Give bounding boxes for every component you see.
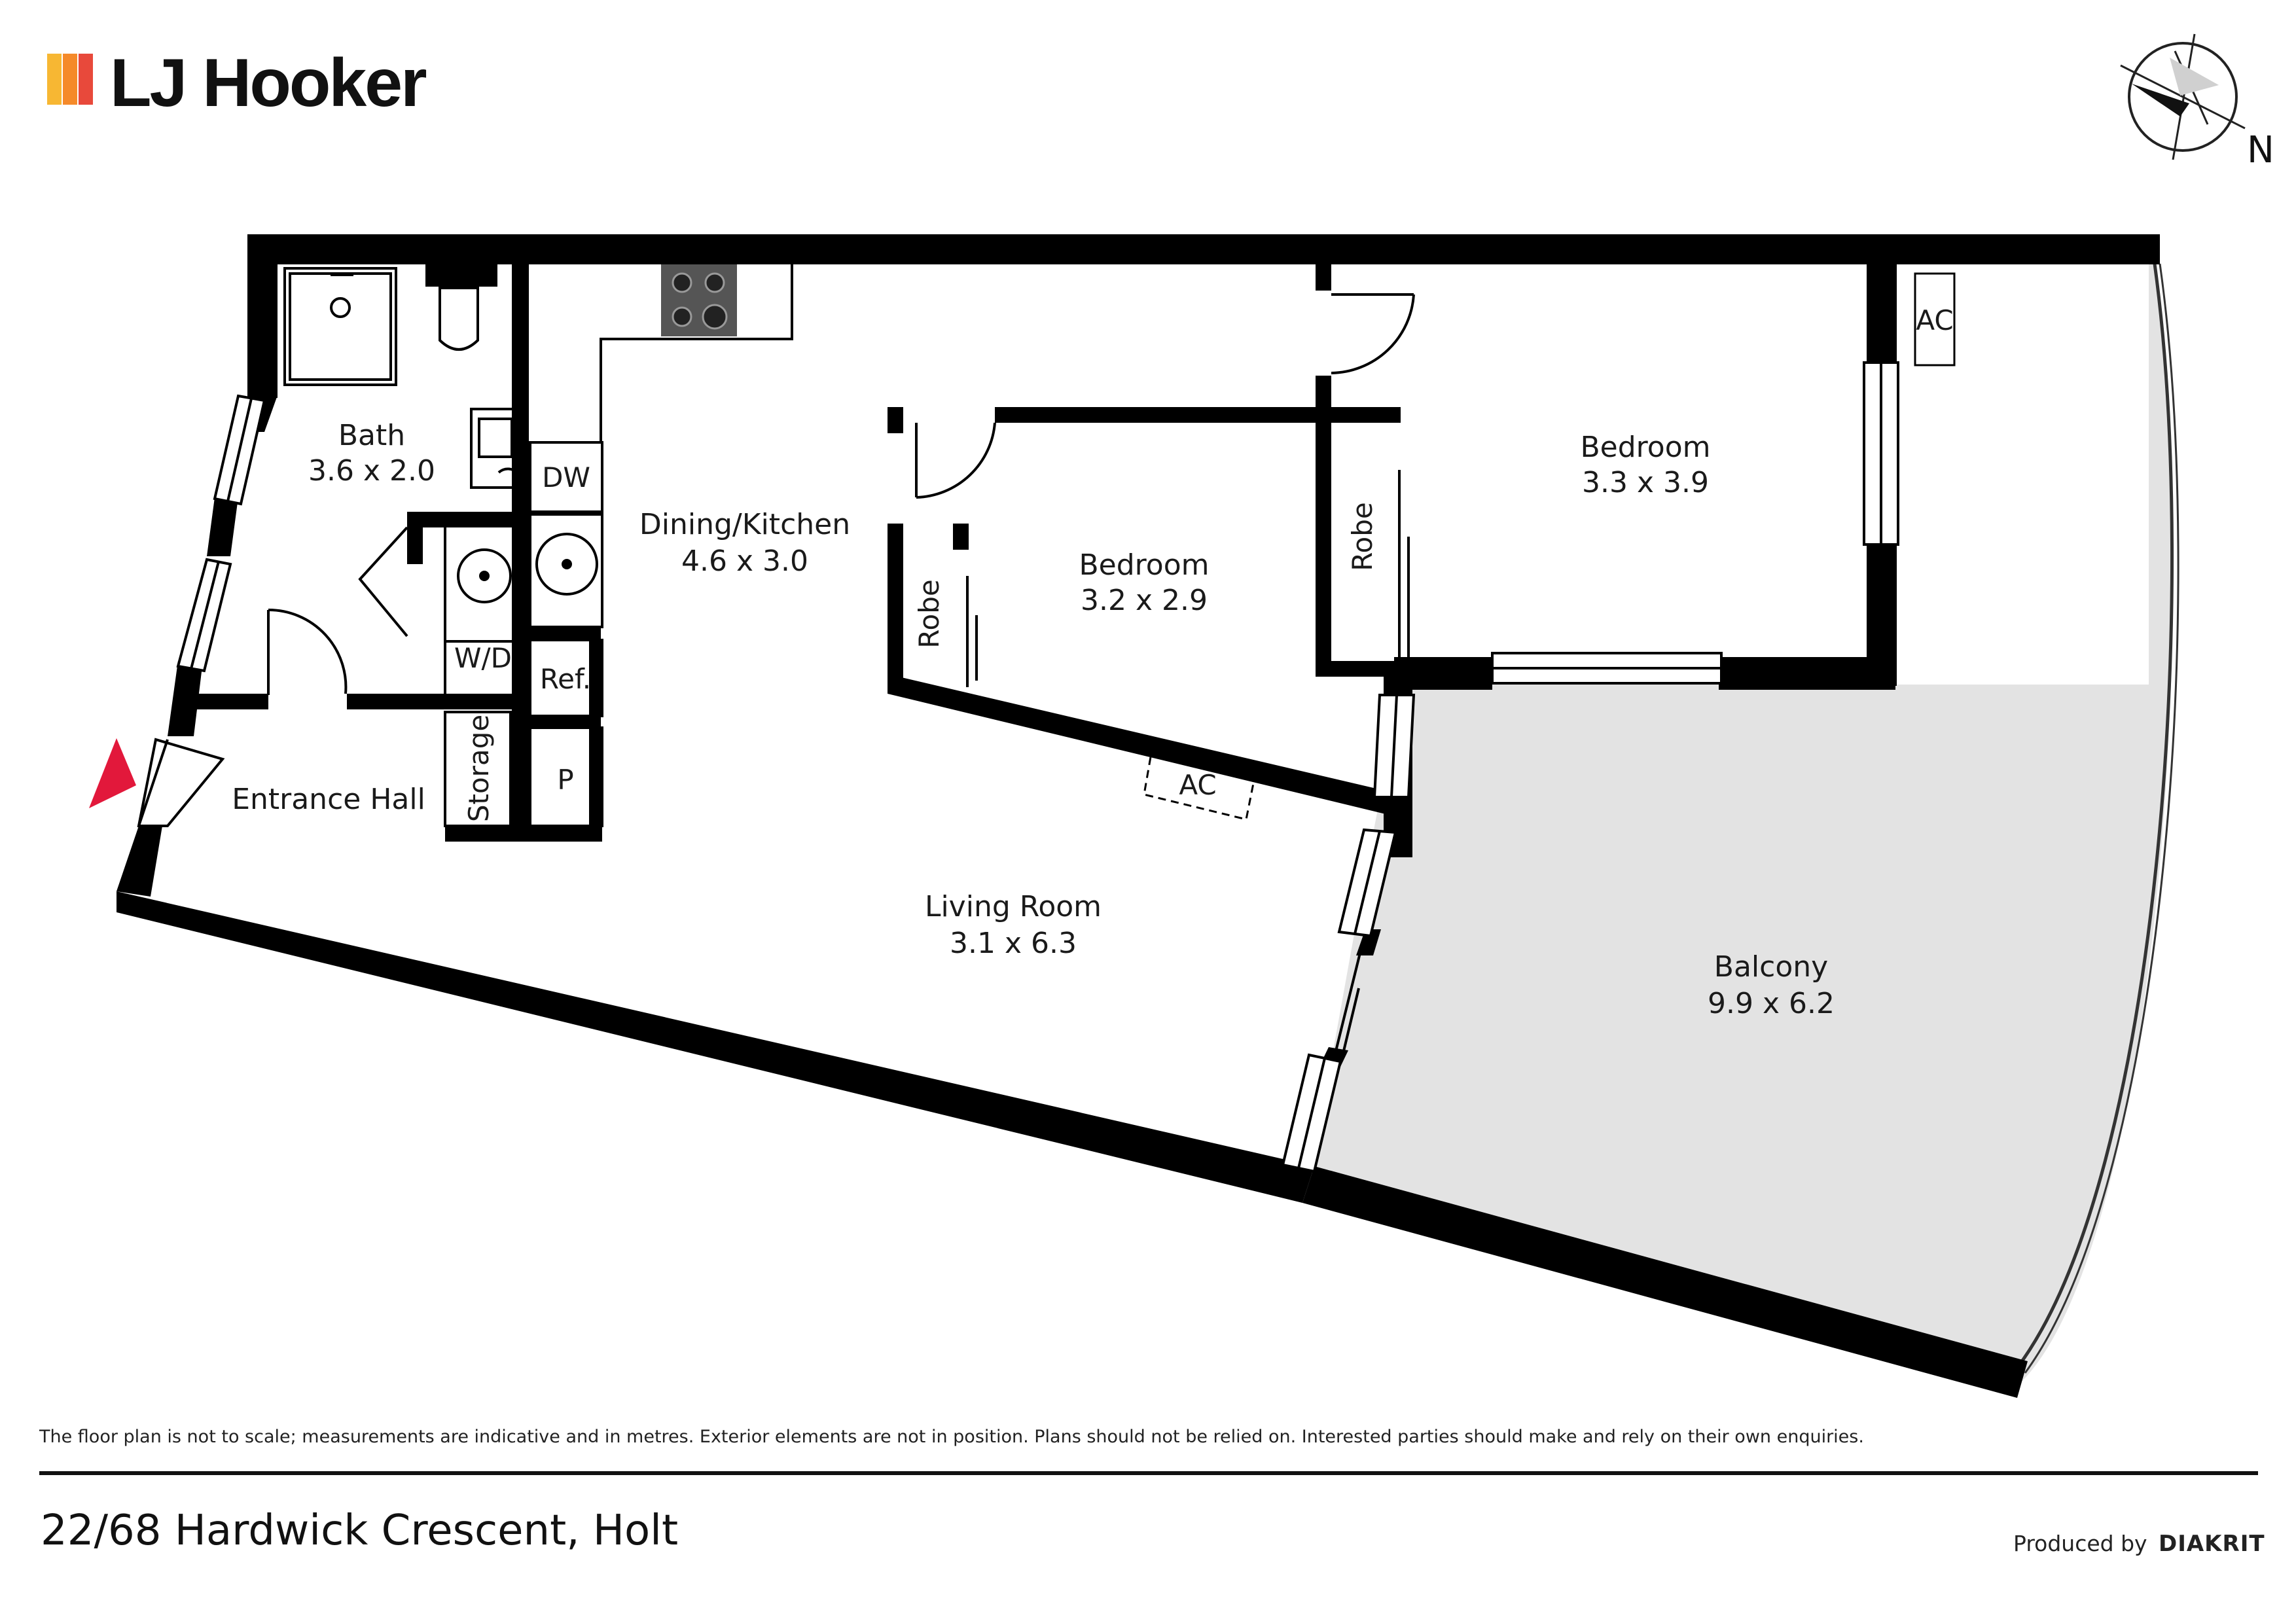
window-left-1 — [213, 394, 266, 506]
label-storage: Storage — [463, 715, 495, 822]
logo-bar-orange — [63, 54, 77, 105]
window-balcony-2 — [1337, 828, 1397, 938]
balcony-area — [1308, 264, 2174, 1382]
sliding-door-balcony — [1334, 942, 1364, 1054]
logo-bar-yellow — [47, 54, 62, 105]
footer-divider — [39, 1471, 2258, 1475]
label-robe-bedroom2: Robe — [1346, 502, 1378, 571]
window-balcony-1 — [1372, 694, 1416, 798]
room-living-name: Living Room — [925, 890, 1102, 923]
producer-name: DIAKRIT — [2159, 1531, 2265, 1557]
room-dining-name: Dining/Kitchen — [639, 508, 850, 541]
disclaimer-text: The floor plan is not to scale; measurem… — [39, 1427, 1864, 1447]
logo-bar-red — [79, 54, 93, 105]
room-bedroom2-size: 3.3 x 3.9 — [1582, 466, 1709, 499]
window-bedroom-bottom — [1491, 652, 1723, 685]
balcony-rail — [2015, 263, 2174, 1369]
room-bath-size: 3.6 x 2.0 — [308, 454, 435, 488]
room-dining-size: 4.6 x 3.0 — [681, 544, 808, 578]
bath-sink — [470, 408, 518, 489]
window-balcony-3 — [1281, 1053, 1342, 1173]
room-balcony-name: Balcony — [1714, 950, 1828, 984]
room-bedroom1-name: Bedroom — [1079, 548, 1209, 582]
room-balcony-size: 9.9 x 6.2 — [1708, 987, 1835, 1020]
room-entrance-name: Entrance Hall — [232, 783, 425, 816]
label-ac-living: AC — [1179, 769, 1216, 801]
window-left-2 — [176, 558, 232, 673]
ac-unit-living — [1143, 748, 1257, 821]
cooktop — [661, 264, 737, 336]
brand-name: LJ Hooker — [110, 45, 426, 121]
label-ac-balcony: AC — [1916, 304, 1953, 336]
room-bedroom1-size: 3.2 x 2.9 — [1081, 584, 1208, 617]
exterior-walls — [117, 234, 2160, 1398]
entry-marker — [89, 738, 136, 808]
label-washer-dryer: W/D — [454, 642, 512, 674]
toilet — [439, 287, 479, 351]
toilet-roll — [497, 467, 523, 493]
room-bedroom2-name: Bedroom — [1580, 431, 1710, 464]
brand-logo: LJ Hooker — [47, 45, 428, 121]
label-fridge: Ref. — [540, 663, 591, 695]
robe-doors — [966, 470, 1410, 687]
property-address: 22/68 Hardwick Crescent, Holt — [41, 1507, 678, 1555]
room-living-size: 3.1 x 6.3 — [950, 927, 1077, 960]
cabinetry — [444, 264, 793, 827]
label-robe-bedroom1: Robe — [913, 579, 945, 649]
room-bath-name: Bath — [338, 419, 405, 452]
compass-north-label: N — [2247, 129, 2274, 171]
doors — [267, 293, 1415, 695]
balcony-rail-inner — [2024, 263, 2179, 1374]
window-bedroom-right — [1863, 361, 1899, 546]
shower — [283, 267, 397, 386]
compass-icon: N — [2120, 33, 2274, 171]
entry-door[interactable] — [137, 738, 225, 827]
produced-by-label: Produced by — [2013, 1531, 2147, 1556]
ac-unit-balcony — [1914, 272, 1956, 366]
label-dishwasher: DW — [542, 461, 590, 493]
label-pantry: P — [557, 764, 573, 796]
interior-walls — [196, 264, 1897, 1178]
left-wall — [117, 393, 278, 897]
